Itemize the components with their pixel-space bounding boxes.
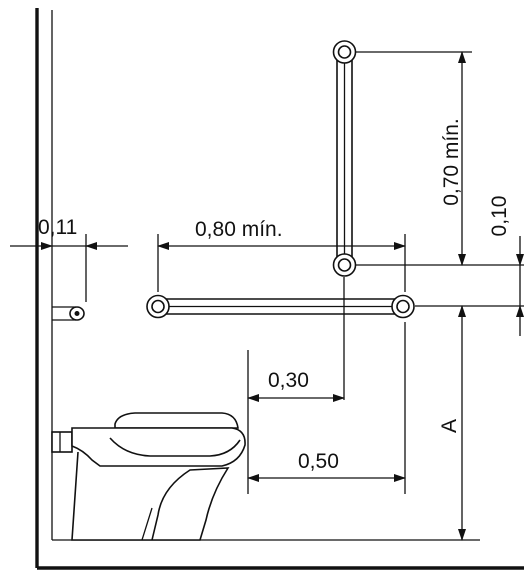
dim-label-bar-height: A [438,419,461,433]
dim-label-vertical-bar: 0,70 mín. [440,118,463,206]
dim-label-horizontal-bar: 0,80 mín. [195,218,283,241]
dim-label-horizontal-offset: 0,50 [298,450,339,473]
dim-label-bar-overlap: 0,10 [488,196,511,237]
dimension-lines [10,51,524,541]
toilet-paper-holder [52,306,85,321]
horizontal-grab-bar [146,294,415,319]
wall-outline [35,8,524,570]
toilet-illustration [51,412,246,541]
vertical-grab-bar [332,40,357,277]
dim-label-paper-holder: 0,11 [38,216,77,239]
extension-lines [85,51,524,494]
dim-label-vertical-offset: 0,30 [268,369,309,392]
